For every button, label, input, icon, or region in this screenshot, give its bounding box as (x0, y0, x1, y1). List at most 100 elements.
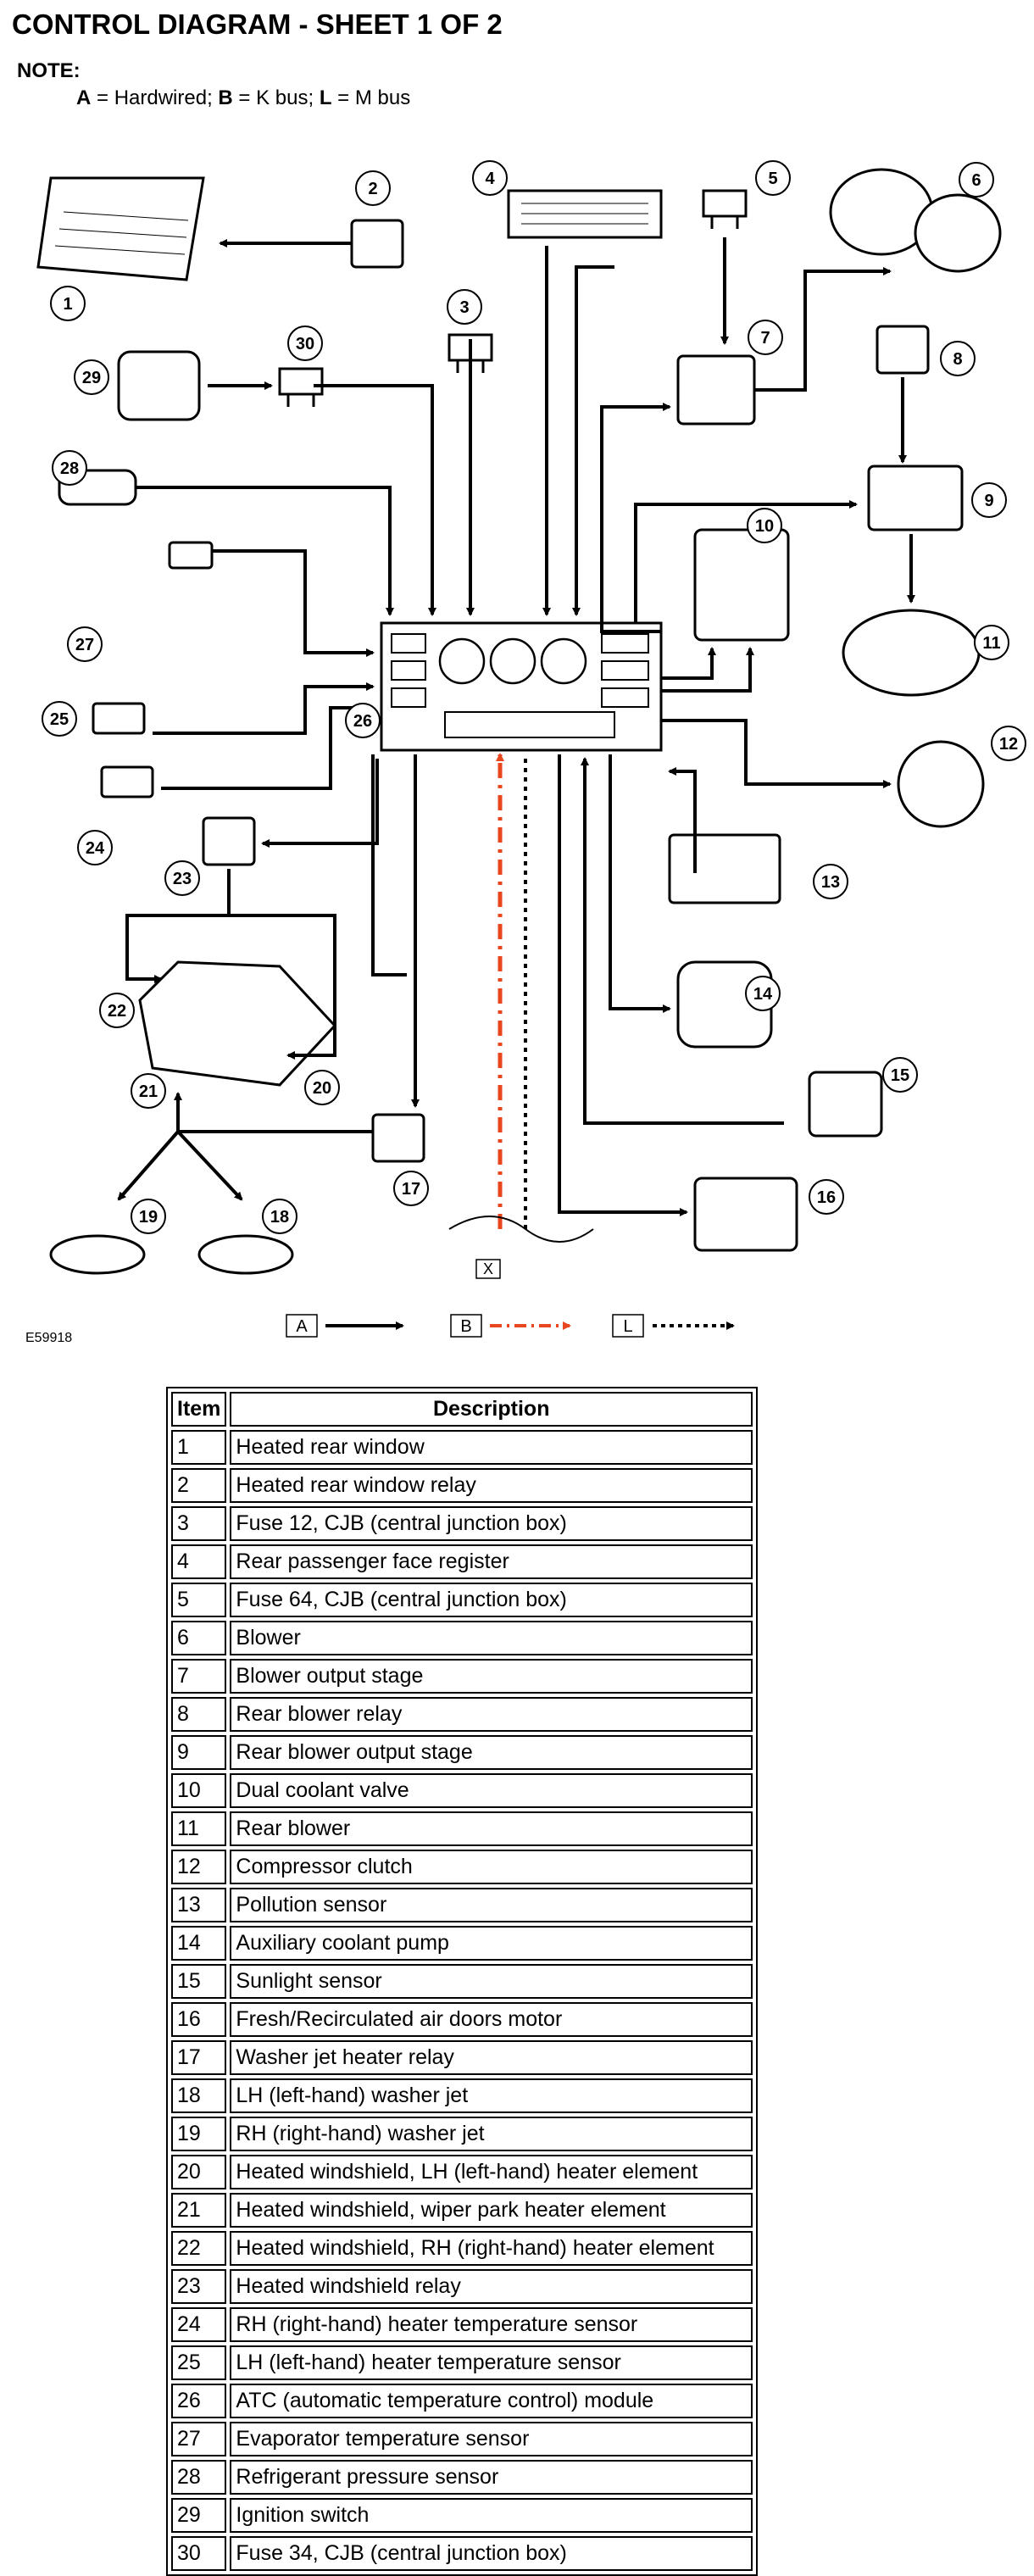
item-number: 13 (171, 1888, 227, 1922)
face-register (507, 189, 663, 239)
callout-circle (940, 341, 976, 376)
callout-circle (748, 320, 783, 355)
item-number: 8 (171, 1697, 227, 1732)
item-number: 16 (171, 2002, 227, 2037)
item-description: Dual coolant valve (230, 1773, 753, 1808)
callout-circle (345, 703, 381, 738)
rh-heater-temp-sensor (100, 765, 154, 798)
callout-circle (304, 1070, 340, 1105)
item-description: Fuse 34, CJB (central junction box) (230, 2536, 753, 2571)
callout-circle (131, 1199, 166, 1234)
callout-circle (52, 450, 87, 486)
compressor-clutch (897, 740, 985, 828)
item-description: Heated windshield, wiper park heater ele… (230, 2193, 753, 2228)
item-number: 9 (171, 1735, 227, 1770)
callout-number: 4 (485, 170, 495, 188)
callout-circle (971, 482, 1007, 518)
legend-b-label: B (460, 1317, 471, 1336)
callout-number: 15 (891, 1066, 909, 1085)
callout-number: 2 (368, 180, 377, 198)
item-number: 28 (171, 2460, 227, 2495)
rear-blower (842, 609, 981, 697)
callout-number: 24 (86, 839, 105, 858)
item-number: 29 (171, 2498, 227, 2533)
x-label-box (475, 1259, 501, 1279)
callout-circle (745, 976, 781, 1011)
note-text: A = Hardwired; B = K bus; L = M bus (76, 86, 410, 110)
item-description: Blower output stage (230, 1659, 753, 1694)
item-number: 21 (171, 2193, 227, 2228)
atc-module (380, 621, 663, 752)
fuse-64 (702, 189, 748, 229)
callout-number: 28 (60, 459, 79, 478)
description-column-header: Description (230, 1392, 753, 1427)
callout-circle (747, 508, 782, 543)
item-number: 23 (171, 2269, 227, 2304)
callout-number: 18 (270, 1208, 289, 1227)
legend-l-label: L (623, 1317, 632, 1336)
item-number: 5 (171, 1583, 227, 1617)
callout-circle (991, 726, 1026, 761)
item-description: Fuse 12, CJB (central junction box) (230, 1506, 753, 1541)
item-description: LH (left-hand) heater temperature sensor (230, 2345, 753, 2380)
callout-number: 27 (75, 636, 94, 654)
callout-number: 26 (353, 712, 372, 731)
lh-washer-jet (197, 1234, 294, 1275)
callout-circle (164, 860, 200, 896)
callout-number: 13 (821, 873, 840, 892)
callout-circle (974, 625, 1009, 660)
callout-circle (131, 1073, 166, 1109)
note-key-b: B (218, 86, 233, 109)
item-number: 2 (171, 1468, 227, 1503)
heated-rear-window (36, 176, 205, 281)
item-description: Rear passenger face register (230, 1544, 753, 1579)
note-label: NOTE: (17, 59, 81, 82)
callout-number: 16 (817, 1188, 836, 1207)
item-number: 1 (171, 1430, 227, 1465)
callout-number: 25 (50, 710, 69, 729)
note-text-a: = Hardwired; (91, 86, 219, 109)
callout-number: 1 (63, 295, 72, 314)
x-label: X (483, 1260, 493, 1277)
callout-number: 17 (402, 1180, 420, 1199)
callout-circle (959, 162, 994, 198)
page-title: CONTROL DIAGRAM - SHEET 1 OF 2 (12, 8, 503, 40)
callout-number: 30 (296, 335, 314, 353)
item-number: 27 (171, 2422, 227, 2456)
pollution-sensor (668, 833, 781, 904)
item-description: Sunlight sensor (230, 1964, 753, 1999)
item-description: RH (right-hand) heater temperature senso… (230, 2307, 753, 2342)
fuse-34 (278, 367, 324, 407)
item-column-header: Item (171, 1392, 227, 1427)
callout-circle (393, 1171, 429, 1206)
callout-circle (74, 359, 109, 395)
callout-number: 21 (139, 1082, 158, 1101)
item-number: 30 (171, 2536, 227, 2571)
dual-coolant-valve (693, 528, 790, 642)
callout-number: 3 (459, 298, 469, 317)
callout-number: 5 (768, 170, 777, 188)
item-number: 24 (171, 2307, 227, 2342)
rear-window-relay (350, 219, 404, 269)
item-number: 17 (171, 2040, 227, 2075)
note-text-b: = K bus; (232, 86, 320, 109)
callout-circle (882, 1057, 918, 1093)
callout-circle (755, 160, 791, 196)
callout-number: 19 (139, 1208, 158, 1227)
callout-circle (472, 160, 508, 196)
note-key-l: L (319, 86, 332, 109)
item-description: Heated windshield, RH (right-hand) heate… (230, 2231, 753, 2266)
